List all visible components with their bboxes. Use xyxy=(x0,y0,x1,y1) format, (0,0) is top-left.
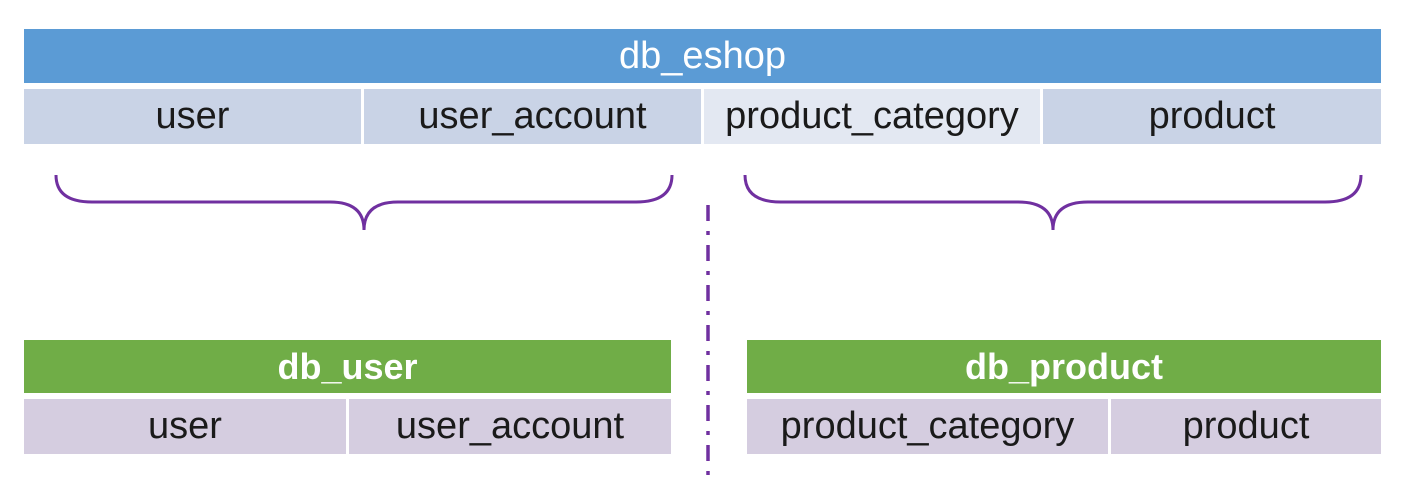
target-user-table-user-account: user_account xyxy=(349,399,671,454)
left-brace xyxy=(54,174,674,231)
source-table-user: user xyxy=(24,89,361,144)
target-product-table-product-category: product_category xyxy=(747,399,1108,454)
target-user-table-user: user xyxy=(24,399,346,454)
target-db-user-header: db_user xyxy=(24,340,671,393)
source-table-user-account: user_account xyxy=(364,89,701,144)
source-table-product-category: product_category xyxy=(704,89,1040,144)
target-product-table-product: product xyxy=(1111,399,1381,454)
source-db-header: db_eshop xyxy=(24,29,1381,83)
target-db-product-header: db_product xyxy=(747,340,1381,393)
right-brace xyxy=(743,174,1363,231)
source-table-product: product xyxy=(1043,89,1381,144)
